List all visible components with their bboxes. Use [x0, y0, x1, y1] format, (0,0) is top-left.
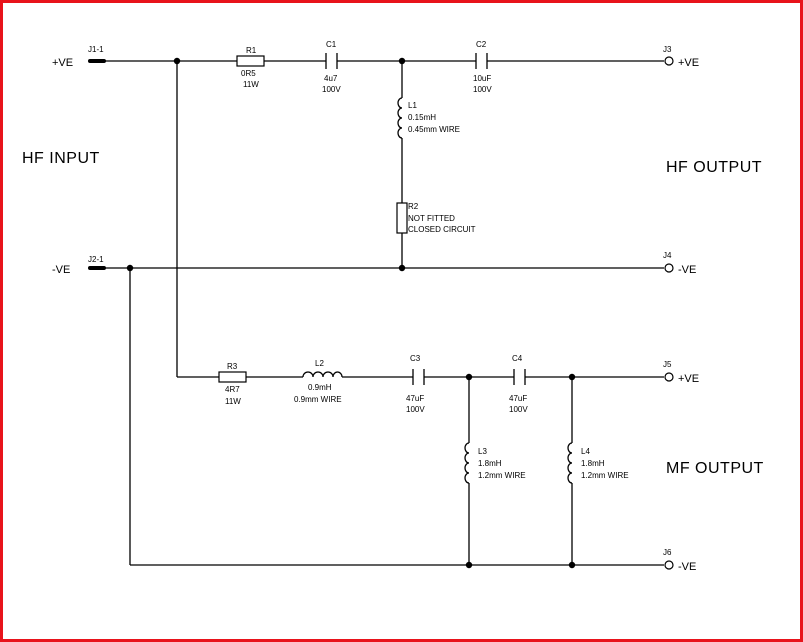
- junction-dot: [173, 57, 181, 65]
- l4-ref: L4: [581, 447, 590, 456]
- j2-ref: J2-1: [88, 255, 104, 264]
- junction-dot: [398, 264, 406, 272]
- c3-value: 47uF: [406, 394, 424, 403]
- junction-dot: [465, 561, 473, 569]
- inductor-l1: L1 0.15mH 0.45mm WIRE: [397, 97, 460, 139]
- r2-ref: R2: [408, 202, 419, 211]
- c1-rating: 100V: [322, 85, 341, 94]
- j1-ref: J1-1: [88, 45, 104, 54]
- c3-rating: 100V: [406, 405, 425, 414]
- l2-wire: 0.9mm WIRE: [294, 395, 342, 404]
- capacitor-c3: C3 47uF 100V: [406, 354, 425, 414]
- c4-ref: C4: [512, 354, 523, 363]
- connector-j2: J2-1 -VE: [52, 255, 106, 276]
- capacitor-c2: C2 10uF 100V: [473, 40, 492, 94]
- j4-ref: J4: [663, 251, 672, 260]
- j3-net: +VE: [678, 57, 699, 69]
- c2-value: 10uF: [473, 74, 491, 83]
- l3-ref: L3: [478, 447, 487, 456]
- r1-rating: 11W: [243, 80, 259, 89]
- l4-wire: 1.2mm WIRE: [581, 471, 629, 480]
- r3-ref: R3: [227, 362, 238, 371]
- inductor-l2: L2 0.9mH 0.9mm WIRE: [294, 359, 343, 404]
- l4-value: 1.8mH: [581, 459, 605, 468]
- j4-net: -VE: [678, 264, 696, 276]
- junction-dot: [568, 561, 576, 569]
- capacitor-c1: C1 4u7 100V: [322, 40, 341, 94]
- connector-j4: J4 -VE: [663, 251, 696, 276]
- r1-ref: R1: [246, 46, 257, 55]
- junction-dot: [465, 373, 473, 381]
- resistor-r2: R2 NOT FITTED CLOSED CIRCUIT: [396, 202, 476, 234]
- connector-j3: J3 +VE: [663, 45, 699, 69]
- l1-value: 0.15mH: [408, 113, 436, 122]
- c1-value: 4u7: [324, 74, 338, 83]
- l1-ref: L1: [408, 101, 417, 110]
- l3-value: 1.8mH: [478, 459, 502, 468]
- c4-value: 47uF: [509, 394, 527, 403]
- inductor-l4: L4 1.8mH 1.2mm WIRE: [567, 442, 629, 484]
- hf-output-label: HF OUTPUT: [666, 159, 762, 176]
- connector-j1: J1-1 +VE: [52, 45, 106, 69]
- mf-output-label: MF OUTPUT: [666, 460, 764, 477]
- junction-dot: [398, 57, 406, 65]
- l3-wire: 1.2mm WIRE: [478, 471, 526, 480]
- r3-value: 4R7: [225, 385, 240, 394]
- j6-ref: J6: [663, 548, 672, 557]
- c2-ref: C2: [476, 40, 487, 49]
- c2-rating: 100V: [473, 85, 492, 94]
- inductor-l3: L3 1.8mH 1.2mm WIRE: [464, 442, 526, 484]
- capacitor-c4: C4 47uF 100V: [509, 354, 528, 414]
- j3-ref: J3: [663, 45, 672, 54]
- j2-net: -VE: [52, 264, 70, 276]
- j1-net: +VE: [52, 57, 73, 69]
- j6-net: -VE: [678, 561, 696, 573]
- c4-rating: 100V: [509, 405, 528, 414]
- l2-value: 0.9mH: [308, 383, 332, 392]
- junction-dot: [126, 264, 134, 272]
- hf-input-label: HF INPUT: [22, 150, 100, 167]
- r3-rating: 11W: [225, 397, 241, 406]
- r1-value: 0R5: [241, 69, 256, 78]
- connector-j6: J6 -VE: [663, 548, 696, 573]
- junctions: [126, 57, 576, 569]
- j5-ref: J5: [663, 360, 672, 369]
- j5-net: +VE: [678, 373, 699, 385]
- l1-wire: 0.45mm WIRE: [408, 125, 460, 134]
- l2-ref: L2: [315, 359, 324, 368]
- c3-ref: C3: [410, 354, 421, 363]
- junction-dot: [568, 373, 576, 381]
- resistor-r3: R3 4R7 11W: [218, 362, 247, 406]
- wires: [102, 60, 664, 566]
- r2-note1: NOT FITTED: [408, 214, 455, 223]
- c1-ref: C1: [326, 40, 337, 49]
- r2-note2: CLOSED CIRCUIT: [408, 225, 476, 234]
- connector-j5: J5 +VE: [663, 360, 699, 385]
- resistor-r1: R1 0R5 11W: [236, 46, 265, 89]
